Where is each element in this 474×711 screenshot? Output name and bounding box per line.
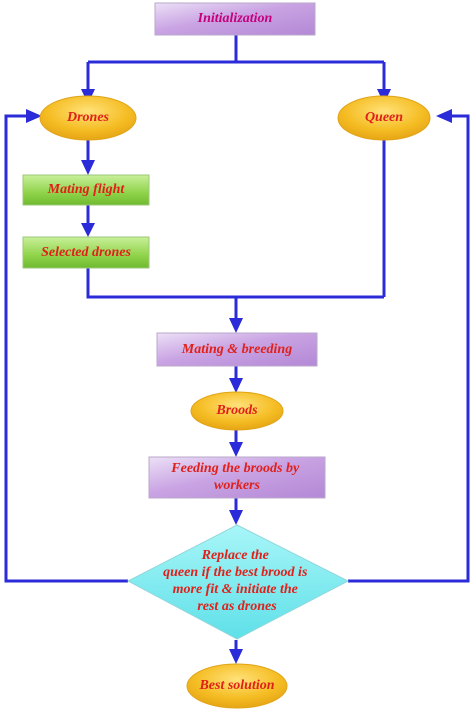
connector-loop-right <box>348 114 470 583</box>
node-best-solution-label: Best solution <box>198 678 274 693</box>
arrowhead-replace <box>229 510 243 525</box>
connector-selected-merge <box>86 268 384 299</box>
node-feeding-line-1: Feeding the broods by <box>170 461 300 476</box>
arrowhead-feeding <box>229 442 243 457</box>
node-drones-label: Drones <box>66 110 110 125</box>
node-replace-decision: Replace the queen if the best brood is m… <box>126 524 350 640</box>
node-best-solution: Best solution <box>186 663 288 709</box>
node-replace-line-2: queen if the best brood is <box>163 565 308 580</box>
connector-loop-left <box>4 114 128 583</box>
arrowhead-selected-drones <box>81 223 95 237</box>
node-replace-line-3: more fit & initiate the <box>173 582 298 597</box>
node-drones: Drones <box>39 95 137 141</box>
node-mating-flight: Mating flight <box>22 174 150 206</box>
node-queen-label: Queen <box>365 110 403 125</box>
node-queen: Queen <box>337 95 431 141</box>
arrowhead-loop-drones <box>26 109 42 123</box>
node-selected-drones: Selected drones <box>22 236 150 269</box>
arrowhead-best-solution <box>229 649 243 664</box>
node-initialization: Initialization <box>154 2 316 36</box>
node-broods: Broods <box>190 391 284 431</box>
node-selected-drones-label: Selected drones <box>41 245 131 260</box>
node-mating-flight-label: Mating flight <box>47 182 126 197</box>
node-feeding-label: Feeding the broods by workers <box>170 461 302 493</box>
node-feeding: Feeding the broods by workers <box>148 456 326 499</box>
arrowhead-mating-flight <box>81 160 95 175</box>
node-feeding-line-2: workers <box>214 478 260 493</box>
node-mating-breeding: Mating & breeding <box>156 332 318 367</box>
node-initialization-label: Initialization <box>197 11 273 26</box>
node-replace-label: Replace the queen if the best brood is m… <box>163 548 311 614</box>
arrowhead-loop-queen <box>436 109 452 123</box>
arrowhead-mating-breeding <box>229 318 243 333</box>
arrowhead-broods <box>229 378 243 393</box>
connectors <box>4 35 470 650</box>
node-replace-line-1: Replace the <box>201 548 269 563</box>
node-replace-line-4: rest as drones <box>197 599 277 614</box>
node-mating-breeding-label: Mating & breeding <box>181 342 292 357</box>
node-broods-label: Broods <box>215 403 258 418</box>
arrowheads <box>26 89 452 664</box>
